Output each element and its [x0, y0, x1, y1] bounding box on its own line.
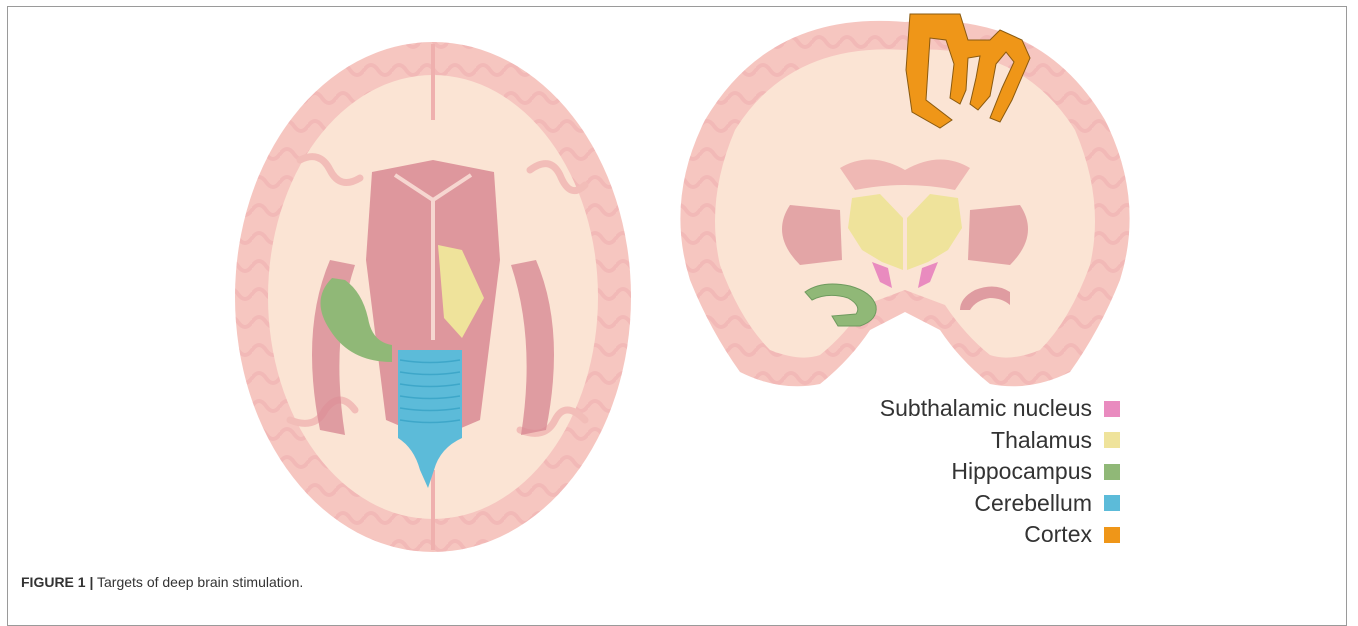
legend: Subthalamic nucleus Thalamus Hippocampus…: [830, 393, 1120, 551]
legend-swatch: [1104, 401, 1120, 417]
axial-brain-slice: [235, 42, 631, 552]
legend-label: Cerebellum: [974, 490, 1092, 517]
legend-swatch: [1104, 527, 1120, 543]
figure-caption-label: FIGURE 1 |: [21, 574, 93, 590]
coronal-brain-slice: [680, 14, 1129, 386]
legend-swatch: [1104, 432, 1120, 448]
legend-label: Hippocampus: [951, 458, 1092, 485]
legend-item-thalamus: Thalamus: [830, 425, 1120, 457]
legend-item-cortex: Cortex: [830, 519, 1120, 551]
legend-label: Cortex: [1024, 521, 1092, 548]
figure-caption-text: Targets of deep brain stimulation.: [97, 574, 303, 590]
legend-item-hippocampus: Hippocampus: [830, 456, 1120, 488]
legend-label: Subthalamic nucleus: [880, 395, 1092, 422]
legend-item-subthalamic-nucleus: Subthalamic nucleus: [830, 393, 1120, 425]
legend-label: Thalamus: [991, 427, 1092, 454]
legend-item-cerebellum: Cerebellum: [830, 488, 1120, 520]
legend-swatch: [1104, 495, 1120, 511]
figure-caption: FIGURE 1 | Targets of deep brain stimula…: [21, 574, 303, 590]
legend-swatch: [1104, 464, 1120, 480]
